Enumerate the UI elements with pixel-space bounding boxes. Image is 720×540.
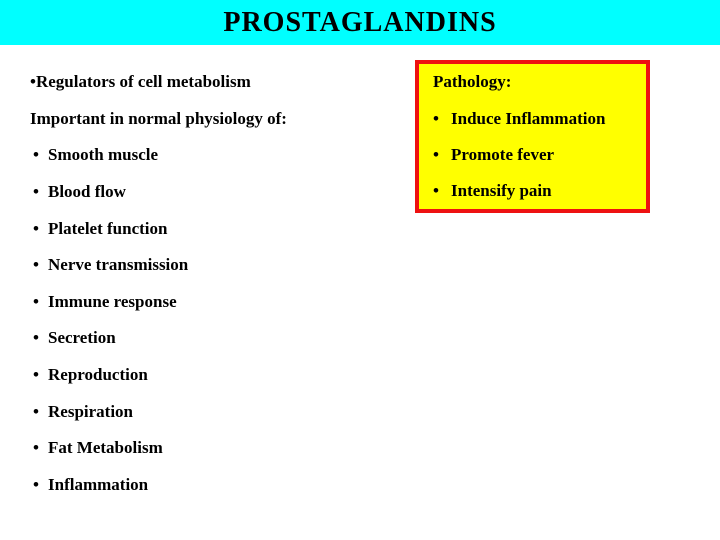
bullet-icon: • bbox=[30, 72, 36, 92]
title-bar: PROSTAGLANDINS bbox=[0, 0, 720, 45]
bullet-icon: • bbox=[33, 401, 39, 421]
list-item: • Induce Inflammation bbox=[419, 100, 646, 136]
list-item: • Reproduction bbox=[30, 357, 410, 394]
list-item-label: Reproduction bbox=[48, 365, 148, 385]
list-item-label: Immune response bbox=[48, 291, 177, 311]
bullet-icon: • bbox=[33, 218, 39, 238]
physiology-list: • Regulators of cell metabolism Importan… bbox=[30, 64, 410, 503]
list-item-label: Nerve transmission bbox=[48, 255, 189, 275]
bullet-icon: • bbox=[33, 438, 39, 458]
list-item: • Respiration bbox=[30, 393, 410, 430]
list-item-label: Intensify pain bbox=[451, 181, 552, 201]
list-item-label: Promote fever bbox=[451, 144, 555, 164]
list-item: • Platelet function bbox=[30, 210, 410, 247]
list-item-label: Respiration bbox=[48, 401, 133, 421]
bullet-icon: • bbox=[433, 144, 439, 164]
bullet-icon: • bbox=[433, 181, 439, 201]
list-item: • Smooth muscle bbox=[30, 137, 410, 174]
list-subtitle: Important in normal physiology of: bbox=[30, 101, 410, 138]
bullet-icon: • bbox=[33, 255, 39, 275]
bullet-icon: • bbox=[433, 108, 439, 128]
list-item-label: Regulators of cell metabolism bbox=[35, 72, 251, 92]
list-item: • Fat Metabolism bbox=[30, 430, 410, 467]
list-item-label: Blood flow bbox=[48, 182, 126, 202]
pathology-box: Pathology: • Induce Inflammation • Promo… bbox=[415, 60, 650, 213]
list-item: • Immune response bbox=[30, 284, 410, 321]
list-item-label: Inflammation bbox=[48, 474, 149, 494]
list-item-label: Smooth muscle bbox=[48, 145, 159, 165]
list-subtitle-label: Important in normal physiology of: bbox=[30, 108, 287, 128]
bullet-icon: • bbox=[33, 182, 39, 202]
bullet-icon: • bbox=[33, 291, 39, 311]
list-item-intro: • Regulators of cell metabolism bbox=[30, 64, 410, 101]
list-item: • Nerve transmission bbox=[30, 247, 410, 284]
pathology-heading: Pathology: bbox=[433, 72, 512, 92]
list-item: • Blood flow bbox=[30, 174, 410, 211]
page-title: PROSTAGLANDINS bbox=[223, 7, 497, 38]
list-item-label: Fat Metabolism bbox=[48, 438, 163, 458]
list-item: • Intensify pain bbox=[419, 173, 646, 209]
list-item-label: Induce Inflammation bbox=[451, 108, 606, 128]
bullet-icon: • bbox=[33, 474, 39, 494]
bullet-icon: • bbox=[33, 328, 39, 348]
bullet-icon: • bbox=[33, 365, 39, 385]
list-item-label: Secretion bbox=[48, 328, 116, 348]
list-item: • Secretion bbox=[30, 320, 410, 357]
pathology-heading-row: Pathology: bbox=[419, 64, 646, 100]
list-item: • Inflammation bbox=[30, 467, 410, 504]
list-item: • Promote fever bbox=[419, 137, 646, 173]
list-item-label: Platelet function bbox=[48, 218, 168, 238]
bullet-icon: • bbox=[33, 145, 39, 165]
